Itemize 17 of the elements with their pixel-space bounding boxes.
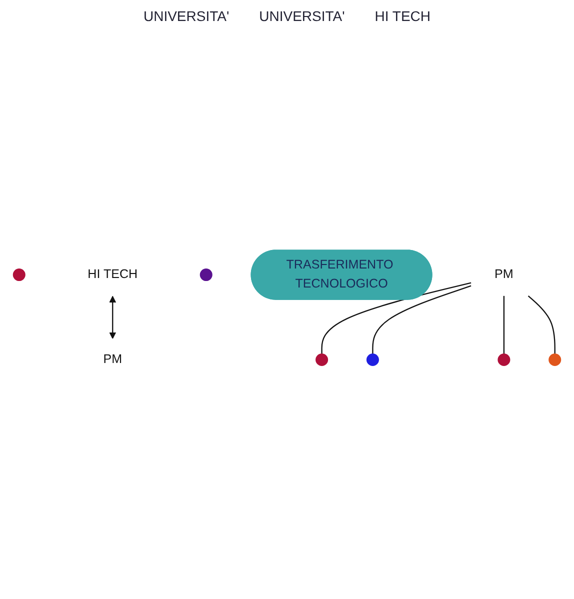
node-text: PM [494, 268, 514, 282]
node-circle [12, 268, 26, 282]
node-circle [316, 353, 328, 366]
arrow [109, 296, 116, 339]
connector [528, 295, 556, 354]
label-text: UNIVERSITA' [143, 8, 230, 24]
node-circle [548, 353, 562, 366]
node-circle [366, 353, 379, 366]
node-circle [498, 353, 510, 366]
label-text: HI TECH [374, 8, 431, 24]
label-text: UNIVERSITA' [259, 8, 345, 24]
connector [321, 282, 472, 354]
node-circle [200, 268, 212, 282]
connector [372, 285, 472, 354]
node-text: HI TECH [88, 268, 138, 282]
connector [503, 296, 505, 354]
node-text: PM [103, 352, 122, 366]
